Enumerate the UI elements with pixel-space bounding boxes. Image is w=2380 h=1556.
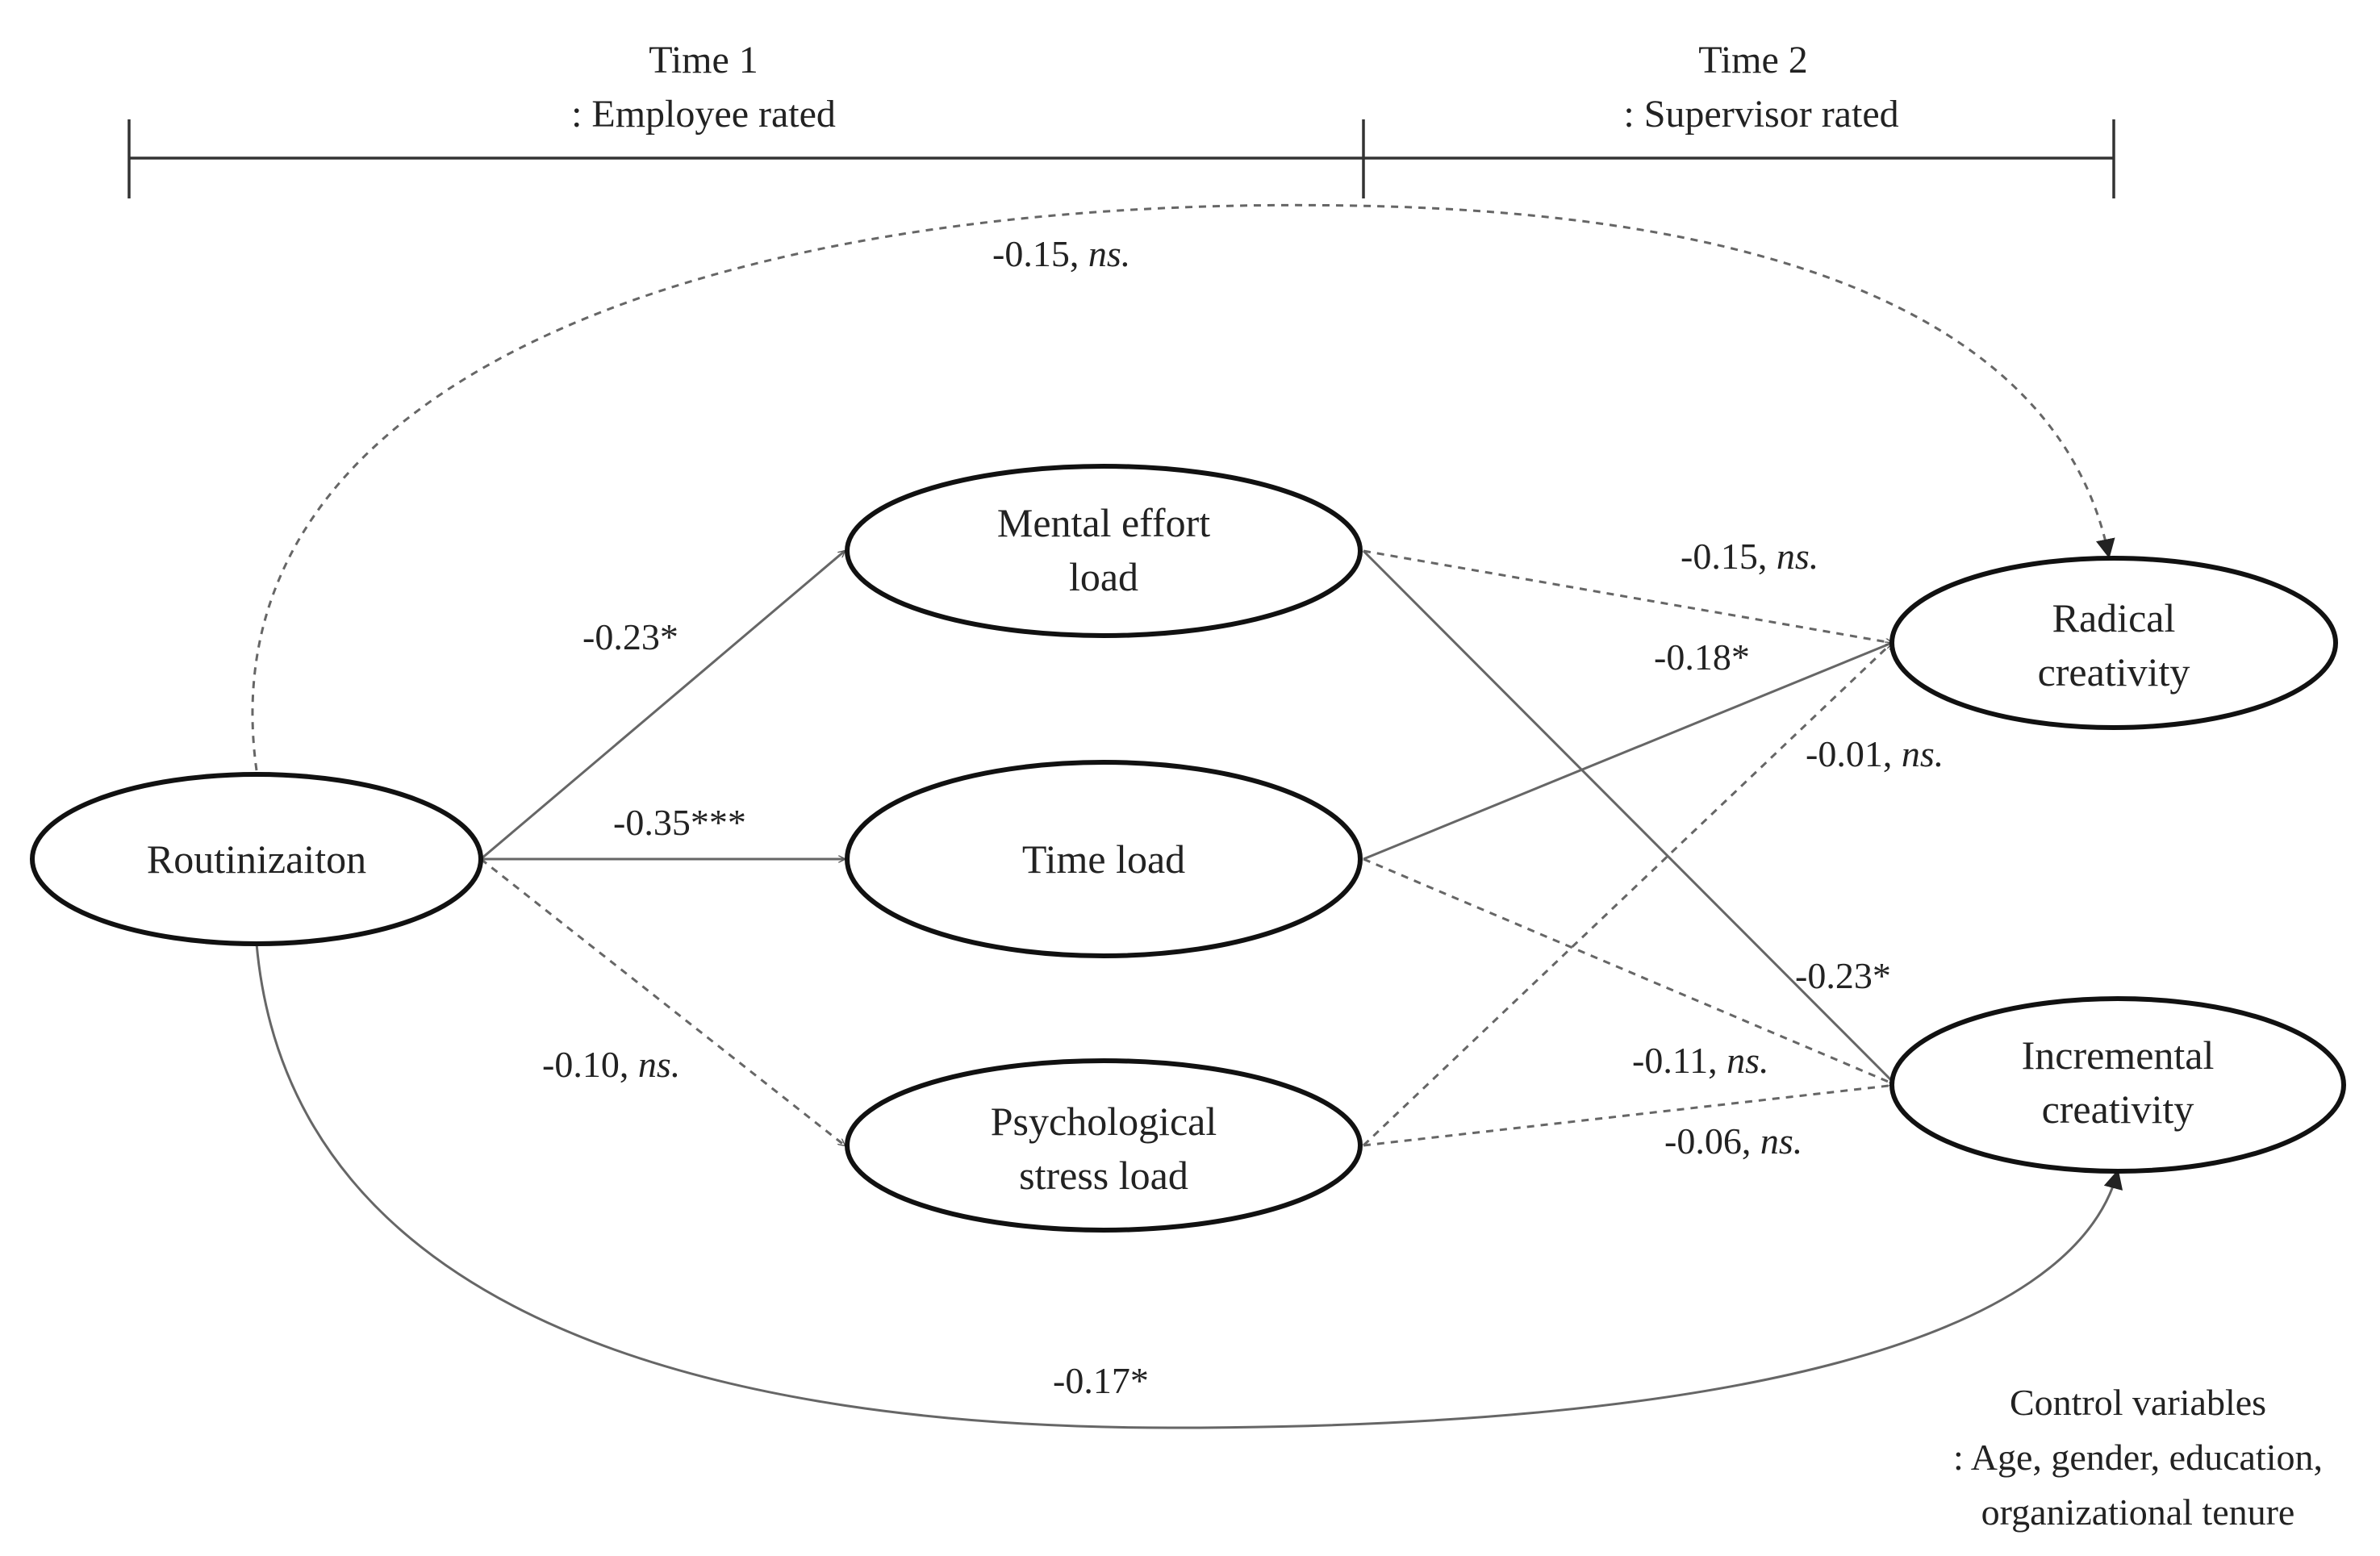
node-radical-line2: creativity <box>2038 649 2190 695</box>
time2-title: Time 2 <box>1698 39 1808 81</box>
path-routinization-incremental <box>255 943 2123 1429</box>
node-psych-stress-line1: Psychological <box>991 1099 1217 1144</box>
node-mental-effort: Mental effort load <box>845 464 1363 638</box>
path-psych-radical <box>1362 643 1892 1147</box>
node-time-load: Time load <box>845 760 1363 958</box>
coef-time-radical: -0.18* <box>1654 636 1750 678</box>
coef-routinization-psych: -0.10, ns. <box>542 1044 680 1085</box>
controls-line2: organizational tenure <box>1981 1491 2295 1533</box>
node-mental-effort-line2: load <box>1069 554 1138 599</box>
node-incremental-line2: creativity <box>2042 1087 2194 1132</box>
path-mental-incremental <box>1362 549 1896 1085</box>
node-psych-stress-line2: stress load <box>1019 1153 1188 1198</box>
time2-subtitle: : Supervisor rated <box>1623 93 1898 136</box>
coef-routinization-time: -0.35*** <box>613 802 746 843</box>
path-time-radical <box>1363 643 1892 861</box>
path-time-incremental <box>1363 857 1896 1085</box>
controls-title: Control variables <box>2010 1382 2266 1423</box>
coef-routinization-incremental: -0.17* <box>1053 1360 1149 1401</box>
node-incremental-creativity: Incremental creativity <box>1889 996 2346 1174</box>
coef-mental-radical: -0.15, ns. <box>1681 536 1818 577</box>
control-variables-note: Control variables : Age, gender, educati… <box>1953 1382 2323 1533</box>
path-routinization-mental <box>480 551 845 861</box>
coef-routinization-mental: -0.23* <box>582 616 679 657</box>
coef-time-incremental: -0.11, ns. <box>1632 1040 1769 1081</box>
node-time-load-label: Time load <box>1022 836 1185 882</box>
node-radical-line1: Radical <box>2052 595 2176 640</box>
coef-routinization-radical: -0.15, ns. <box>992 233 1130 274</box>
node-mental-effort-line1: Mental effort <box>997 500 1210 545</box>
node-radical-creativity: Radical creativity <box>1889 556 2338 730</box>
paths <box>251 203 2123 1429</box>
node-psych-stress: Psychological stress load <box>845 1058 1363 1233</box>
timeline: Time 1 : Employee rated Time 2 : Supervi… <box>127 39 2115 198</box>
path-mental-radical <box>1363 549 1892 643</box>
coef-mental-incremental: -0.23* <box>1795 955 1891 996</box>
path-psych-incremental <box>1363 1085 1896 1147</box>
time1-title: Time 1 <box>649 39 758 81</box>
path-routinization-psych <box>480 857 845 1145</box>
coef-psych-incremental: -0.06, ns. <box>1664 1120 1802 1162</box>
node-routinization-label: Routinizaiton <box>147 836 366 882</box>
node-incremental-line1: Incremental <box>2022 1032 2215 1078</box>
coef-psych-radical: -0.01, ns. <box>1806 733 1944 774</box>
node-routinization: Routinizaiton <box>30 772 483 946</box>
time1-subtitle: : Employee rated <box>571 93 836 136</box>
path-routinization-radical <box>251 203 2115 771</box>
coefficient-labels: -0.15, ns. -0.23* -0.35*** -0.10, ns. -0… <box>542 233 1944 1401</box>
controls-line1: : Age, gender, education, <box>1953 1437 2323 1478</box>
